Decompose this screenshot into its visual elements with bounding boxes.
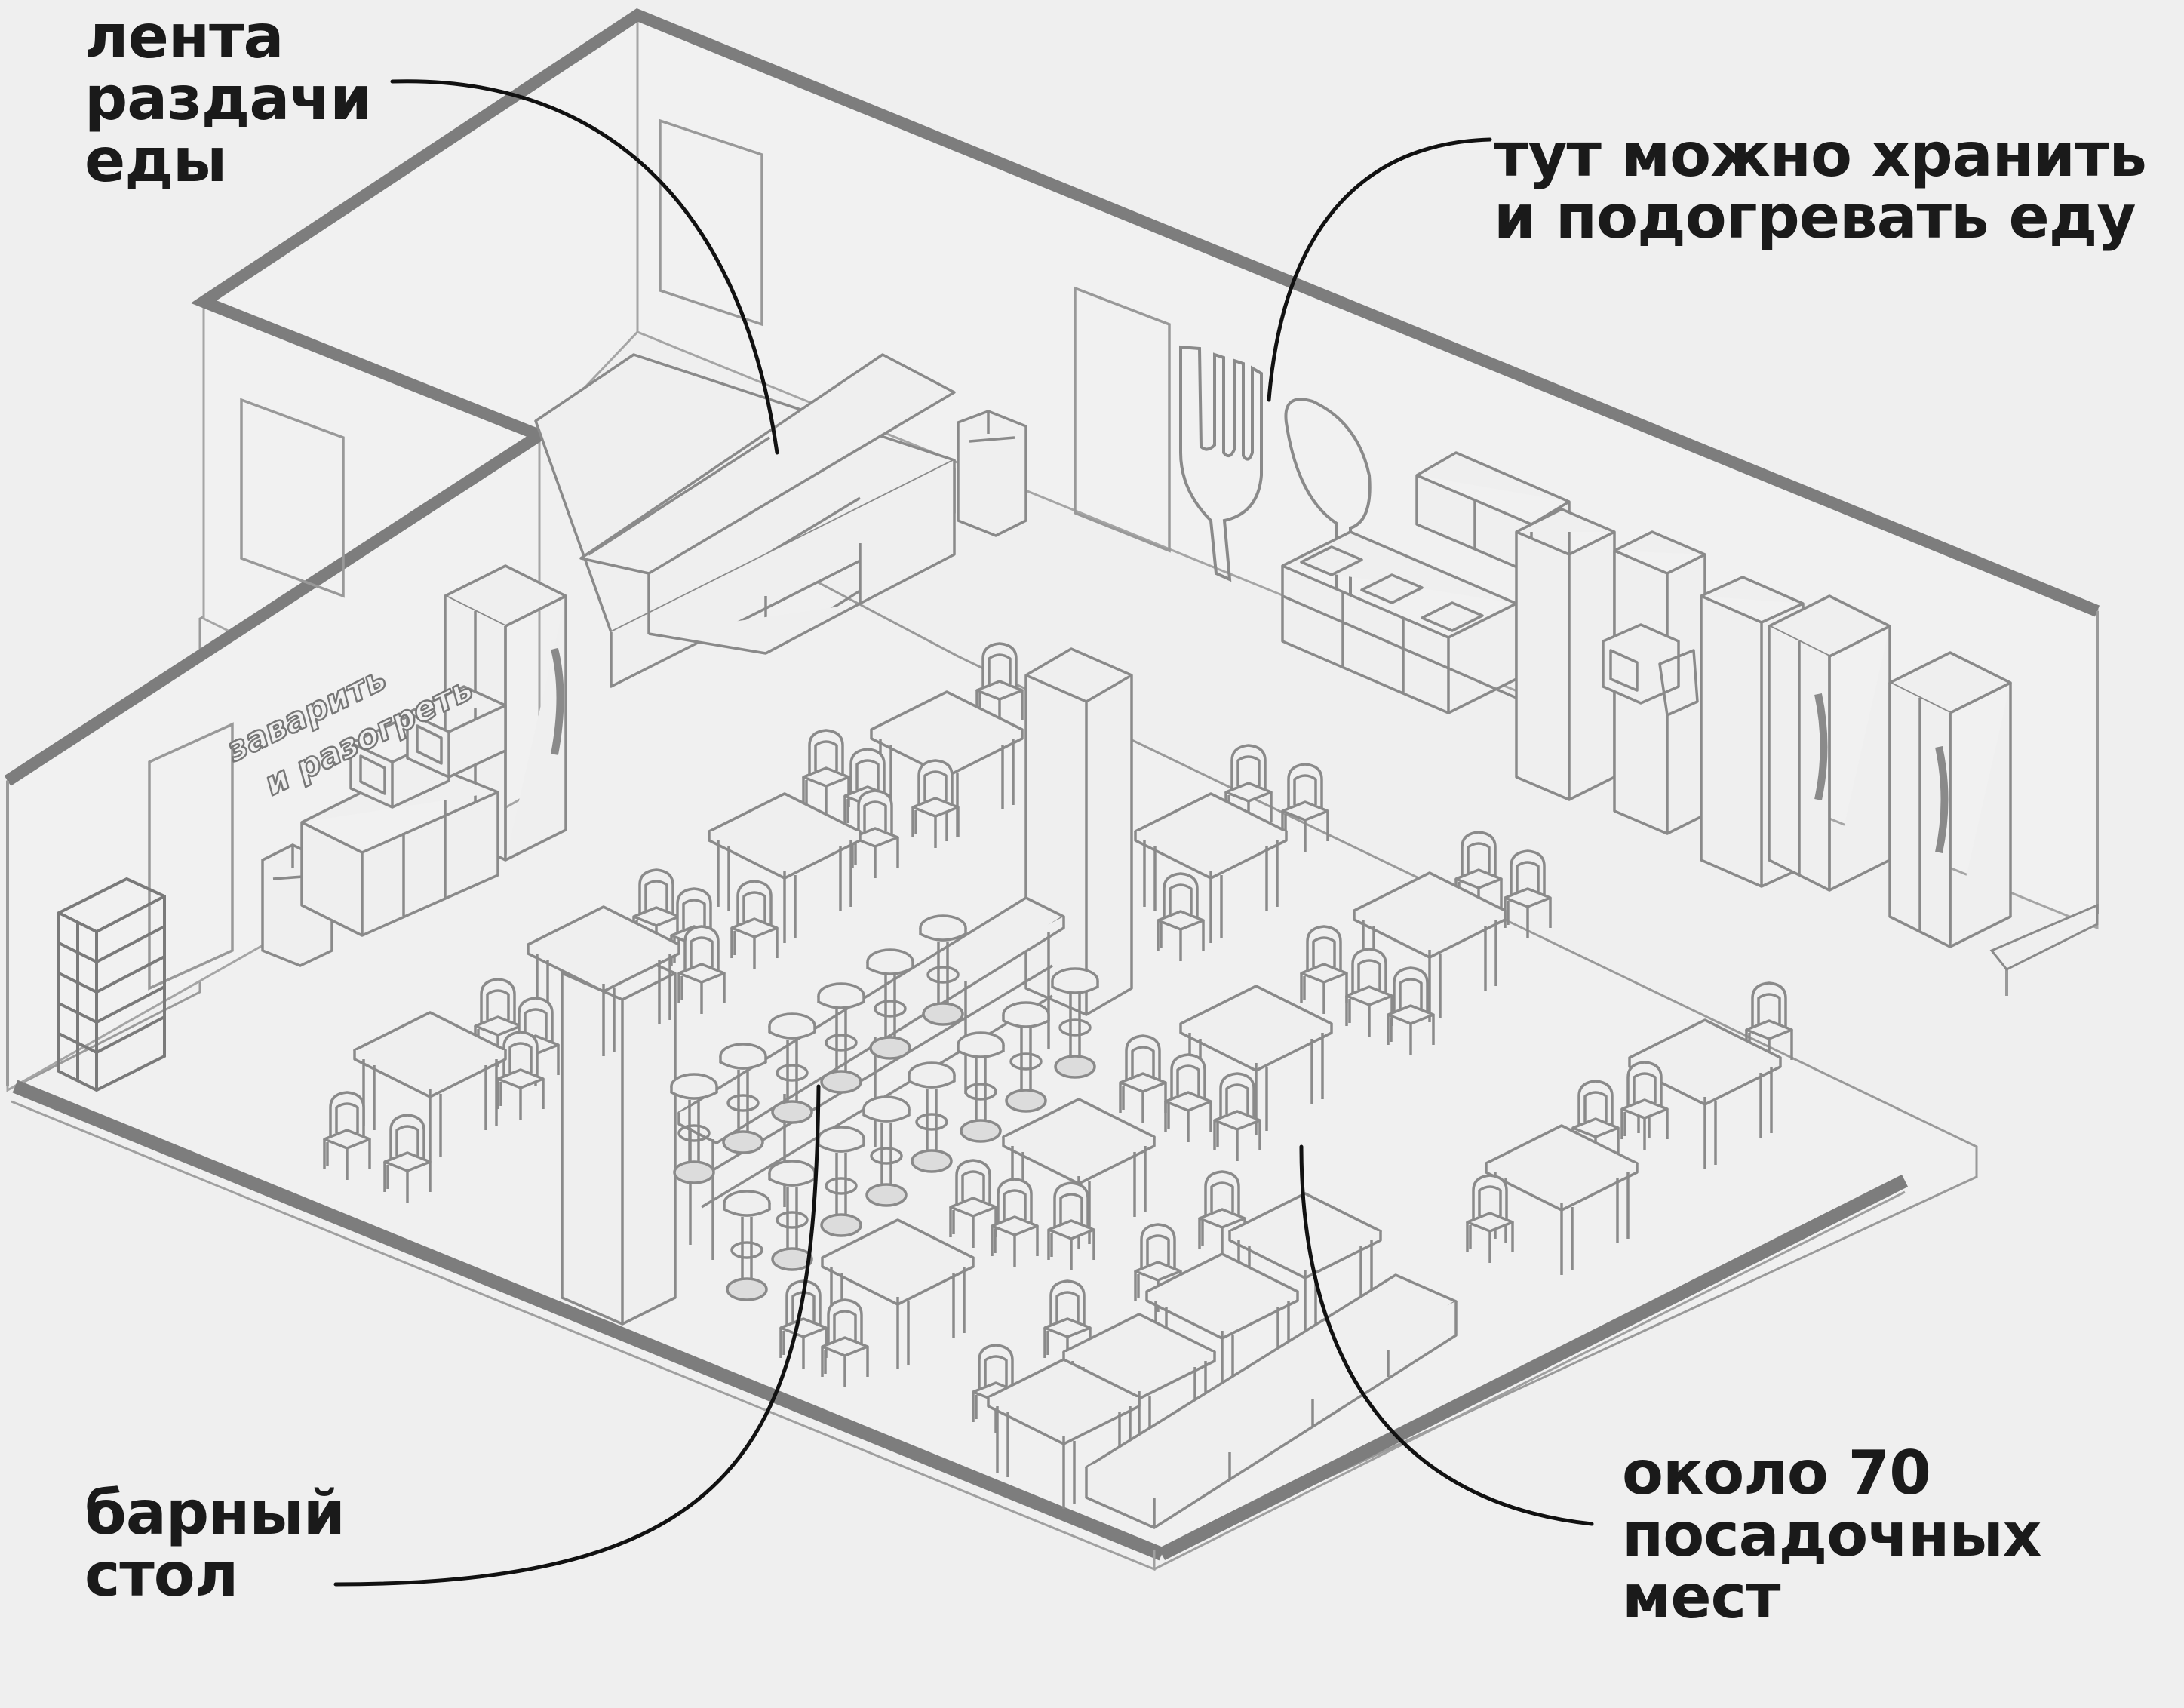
callout-seats: около 70 посадочных мест xyxy=(1622,1438,2041,1632)
door-left-wall xyxy=(148,722,234,991)
microwaves-right xyxy=(1602,623,1699,717)
front-wall-left xyxy=(12,1080,1165,1561)
columns xyxy=(561,647,1133,1326)
entry-step xyxy=(1989,903,2099,971)
callout-serving-line: лента раздачи еды xyxy=(84,2,372,195)
callout-line-storage xyxy=(1267,137,1492,402)
sink-cabinets xyxy=(1282,592,1517,699)
column-front xyxy=(561,945,677,1326)
microwave-1 xyxy=(349,715,450,809)
callout-line-serving xyxy=(390,79,779,455)
fork-icon xyxy=(1179,345,1263,582)
door-hall-back xyxy=(1074,286,1171,553)
bin-back xyxy=(957,410,1027,537)
spoon-icon xyxy=(1284,398,1372,613)
shelving-unit xyxy=(57,877,166,1092)
column-back xyxy=(1024,647,1133,1016)
door-kitchen-left xyxy=(240,398,345,598)
right-kitchen xyxy=(1281,451,2012,948)
fork-spoon-decor xyxy=(1179,345,1372,613)
doors xyxy=(148,118,1171,991)
door-kitchen-back xyxy=(659,118,763,327)
sink-basins xyxy=(1300,545,1484,632)
front-wall-right-lower xyxy=(1153,1190,1906,1571)
callout-line-bar xyxy=(333,1084,821,1587)
serving-line xyxy=(534,353,956,688)
front-benches xyxy=(1085,1273,1458,1529)
callout-line-seats xyxy=(1299,1144,1594,1526)
callout-food-storage: тут можно хранить и подогревать еду xyxy=(1494,120,2147,252)
tall-cabinet xyxy=(1515,508,1616,801)
callout-bar-table: барный стол xyxy=(84,1478,346,1610)
microwave-2 xyxy=(406,685,507,779)
wall-top-outline xyxy=(4,8,2100,786)
kitchen-counter-left xyxy=(300,760,499,937)
callout-lines xyxy=(333,79,1594,1587)
front-wall-right xyxy=(1158,1174,1909,1561)
bar-table xyxy=(677,896,1065,1260)
